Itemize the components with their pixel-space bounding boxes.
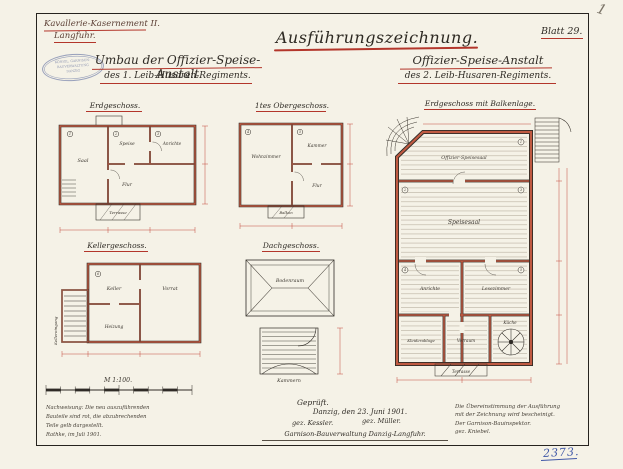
- room-number: 4: [403, 268, 406, 272]
- label-erdgeschoss-underline: [86, 110, 142, 112]
- dimension-lines: [239, 123, 353, 229]
- dimension-lines: [61, 351, 201, 357]
- spiral-stair: [497, 328, 525, 356]
- room-label: Vorraum: [457, 338, 475, 343]
- note-line: Bauteile sind rot, die abzubrechenden: [46, 413, 147, 420]
- terrace: [434, 363, 488, 377]
- note-line: mit der Zeichnung wird bescheinigt.: [455, 412, 555, 419]
- label-dachgeschoss-underline: [262, 250, 320, 252]
- room-label: Bodenraum: [275, 278, 305, 284]
- room-label: Kammern: [276, 378, 301, 384]
- note-line: Teile gelb dargestellt.: [46, 422, 104, 429]
- room-label: Offizier-Speisesaal: [441, 155, 487, 161]
- room-label: Saal: [78, 158, 89, 164]
- room-label: Kammer: [307, 144, 328, 149]
- room-label: Heizung: [104, 325, 124, 330]
- room-number: 3: [157, 132, 159, 136]
- place-date: Danzig, den 23. Juni 1901.: [312, 408, 408, 416]
- room-label: Keller: [106, 286, 122, 292]
- room-label: Küche: [502, 320, 517, 325]
- plan-dachgeschoss: Bodenraum Kammern: [245, 259, 343, 384]
- approved-label: Geprüft.: [297, 398, 329, 407]
- left-heading-1: Umbau der Offizier-Speise-Anstalt: [94, 53, 261, 81]
- room-number: 6: [97, 272, 99, 276]
- room-label: Balkon: [278, 210, 293, 215]
- room-label: Flur: [121, 182, 133, 188]
- terrace-fan: [385, 116, 420, 157]
- signature-1: gez. Kessler.: [292, 419, 334, 427]
- room-label: Lesezimmer: [481, 286, 511, 292]
- signature-2: gez. Müller.: [362, 417, 401, 425]
- plan-kellergeschoss: 6 Keller Vorrat Heizung Kellereingang: [53, 262, 202, 357]
- site-underline-2: [54, 41, 96, 43]
- room-number: 2: [114, 132, 117, 136]
- side-label: Kellereingang: [53, 316, 58, 346]
- room-label: Vorrat: [162, 286, 177, 292]
- label-kellergeschoss: Kellergeschoss.: [87, 241, 147, 250]
- room-label: Anrichte: [419, 286, 440, 292]
- room-label: Speisesaal: [448, 219, 480, 226]
- room-number: 2: [403, 188, 406, 192]
- label-erdgeschoss: Erdgeschoss.: [89, 101, 141, 110]
- border-frame: [36, 13, 589, 446]
- label-obergeschoss: 1tes Obergeschoss.: [254, 101, 330, 110]
- room-number: 1: [520, 140, 522, 144]
- right-heading-2: des 2. Leib-Husaren-Regiments.: [404, 71, 552, 81]
- scale-label: M 1:100.: [103, 377, 132, 384]
- note-line: Der Garnison-Bauinspektor.: [455, 420, 532, 427]
- dimension-lines: [337, 327, 343, 375]
- site-label-line2: Langfuhr.: [54, 31, 96, 41]
- left-heading-2: des 1. Leib-Husaren-Regiments.: [104, 71, 251, 81]
- room-number: 5: [299, 130, 301, 134]
- plan-obergeschoss: 4 5 Wohnzimmer Kammer Flur Balkon: [238, 122, 353, 229]
- room-label: Speise: [119, 141, 135, 147]
- room-label: Kleiderablage: [406, 338, 435, 343]
- dimension-lines: [396, 123, 568, 383]
- site-label-line1: Kavallerie-Kasernement II.: [44, 19, 160, 29]
- room-number: 5: [520, 268, 522, 272]
- exterior-stair: [534, 117, 572, 163]
- room-label: Wohnzimmer: [251, 155, 281, 160]
- corner-mark: 1: [594, 0, 609, 20]
- room-number: 3: [520, 188, 522, 192]
- right-heading-underline-2: [398, 82, 556, 84]
- note-line: Nachweisung: Die neu auszuführenden: [46, 405, 150, 411]
- label-obergeschoss-underline: [256, 110, 326, 112]
- office-line: Garnison-Bauverwaltung Danzig-Langfuhr.: [284, 430, 426, 438]
- label-main-plan: Erdgeschoss mit Balkenlage.: [424, 99, 536, 108]
- plan-erdgeschoss: 1 2 3 Saal Speise Anrichte Flur Terrasse: [58, 115, 208, 233]
- note-line: Die Übereinstimmung der Ausführung: [455, 404, 561, 410]
- room-label: Flur: [311, 184, 322, 189]
- sheet-title: Ausführungszeichnung.: [275, 28, 479, 47]
- left-heading-underline-2: [100, 82, 252, 84]
- label-main-plan-underline: [424, 108, 536, 110]
- room-number: 1: [69, 132, 71, 136]
- plan-erdgeschoss-balkenlage: 1 2 3 4 5 Offizier-Speisesaal Speisesaal…: [385, 116, 572, 383]
- right-heading-1: Offizier-Speise-Anstalt: [412, 53, 544, 67]
- room-label: Terrasse: [109, 210, 127, 215]
- scale-bar: M 1:100.: [45, 377, 193, 395]
- office-underline: [262, 439, 448, 441]
- label-dachgeschoss: Dachgeschoss.: [262, 241, 320, 250]
- room-label: Terrasse: [452, 369, 471, 374]
- sheet-number: Blatt 29.: [541, 26, 583, 37]
- note-line: Rathke, im Juli 1901.: [46, 431, 102, 438]
- footer-notes-right: Die Übereinstimmung der Ausführung mit d…: [455, 403, 590, 437]
- room-number: 4: [246, 130, 249, 134]
- label-kellergeschoss-underline: [84, 250, 148, 252]
- note-line: gez. Kniebel.: [455, 429, 491, 436]
- dimension-lines: [59, 125, 208, 233]
- footer-notes-left: Nachweisung: Die neu auszuführenden Baut…: [46, 404, 236, 439]
- room-label: Anrichte: [162, 141, 182, 146]
- sheet-number-underline: [541, 38, 583, 40]
